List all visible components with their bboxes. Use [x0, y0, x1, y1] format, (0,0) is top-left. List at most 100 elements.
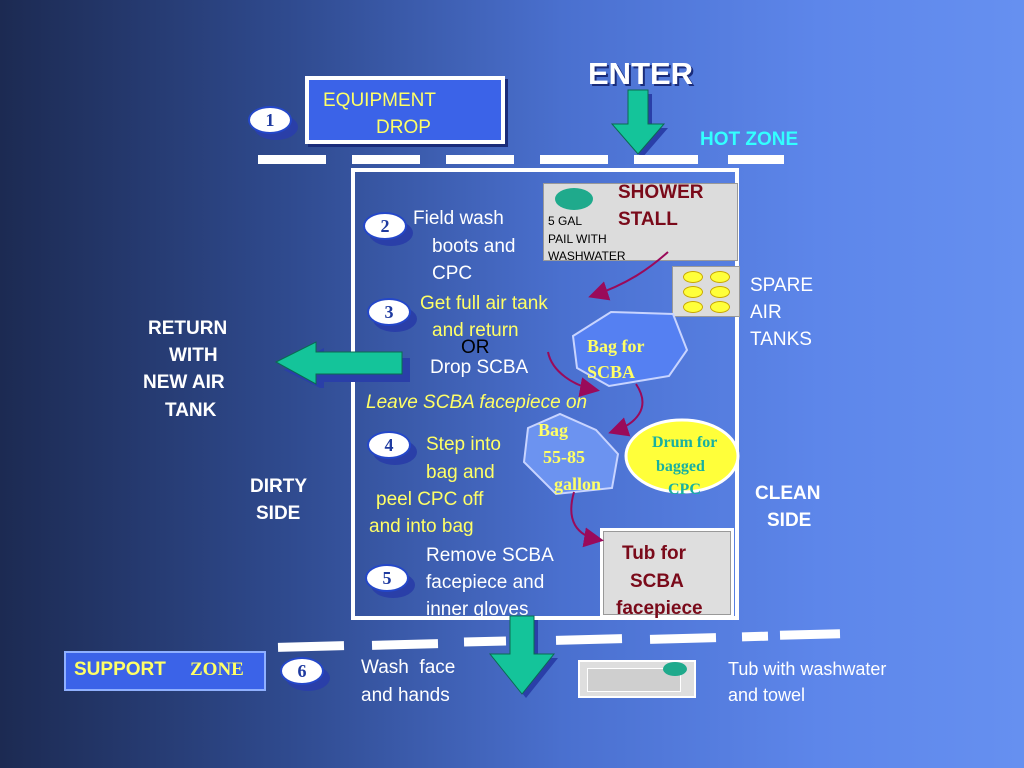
flow-arrow-step3-to-bag — [547, 351, 600, 397]
flow-arrow-shower-to-step3 — [588, 251, 669, 301]
support-zone-word1: SUPPORT — [74, 659, 166, 680]
hot-zone-boundary-dash — [446, 155, 514, 164]
flow-arrow-bag-to-gallon — [608, 383, 644, 437]
air-tank-icon — [683, 286, 703, 298]
step-2-badge: 2 — [363, 212, 413, 246]
spare-tanks-line1: SPARE — [750, 275, 814, 296]
hot-zone-boundary-dash — [258, 155, 326, 164]
step-3-number: 3 — [367, 298, 411, 326]
step-4-line2: bag and — [426, 462, 495, 483]
step-3-line1: Get full air tank — [420, 293, 548, 314]
step-2-line3: CPC — [432, 263, 473, 284]
support-zone-box — [64, 651, 266, 691]
tub-wash-line2: and towel — [728, 685, 806, 705]
enter-label: ENTER — [588, 56, 694, 91]
equipment-drop-box — [305, 76, 505, 144]
support-zone-word2: ZONE — [190, 659, 244, 680]
return-line4: TANK — [165, 400, 217, 421]
leave-facepiece-note: Leave SCBA facepiece on — [366, 392, 588, 413]
hot-zone-boundary-dash — [634, 155, 698, 164]
step-5-line2: facepiece and — [426, 572, 545, 593]
enter-arrow-icon — [610, 89, 668, 158]
air-tank-icon — [710, 301, 730, 313]
step-2-line2: boots and — [432, 236, 516, 257]
hot-zone-boundary-dash — [728, 155, 784, 164]
support-zone-boundary-dash — [741, 631, 769, 642]
clean-side-line1: CLEAN — [755, 483, 821, 504]
tub-scba-line1: Tub for — [622, 543, 687, 564]
step-5-badge: 5 — [365, 564, 415, 598]
air-tank-icon — [683, 301, 703, 313]
hot-zone-label: HOT ZONE — [700, 129, 799, 150]
step-5-line1: Remove SCBA — [426, 545, 554, 566]
bag-gallon-line2: 55-85 — [543, 447, 585, 467]
step-6-line2: and hands — [361, 685, 450, 706]
support-zone-boundary-dash — [371, 639, 439, 650]
support-zone-boundary-dash — [649, 633, 717, 644]
step-5-number: 5 — [365, 564, 409, 592]
step-3-or: OR — [461, 337, 490, 358]
equipment-drop-line2: DROP — [376, 117, 431, 138]
hot-zone-boundary-dash — [352, 155, 420, 164]
dirty-side-line2: SIDE — [256, 503, 301, 524]
drum-line2: bagged — [656, 458, 705, 475]
drum-icon — [624, 418, 740, 494]
drum-line1: Drum for — [652, 434, 718, 451]
bag-gallon-line3: gallon — [554, 474, 602, 494]
return-line2: WITH — [169, 345, 218, 366]
air-tank-icon — [710, 286, 730, 298]
air-tank-icon — [710, 271, 730, 283]
step-4-badge: 4 — [367, 431, 417, 465]
step-2-line1: Field wash — [413, 208, 504, 229]
decon-area-box — [351, 168, 739, 620]
equipment-drop-line1: EQUIPMENT — [323, 90, 436, 111]
step-4-line4: and into bag — [369, 516, 474, 537]
step-4-line1: Step into — [426, 434, 501, 455]
shower-title-line2: STALL — [618, 209, 678, 230]
return-line1: RETURN — [148, 318, 228, 339]
support-zone-boundary-dash — [779, 629, 841, 640]
exit-arrow-icon — [488, 615, 558, 698]
support-zone-boundary-dash — [555, 634, 623, 645]
drum-line3: CPC — [668, 481, 701, 498]
support-zone-boundary-dash — [463, 636, 507, 647]
shower-title-line1: SHOWER — [618, 182, 704, 203]
step-2-number: 2 — [363, 212, 407, 240]
clean-side-line2: SIDE — [767, 510, 812, 531]
return-arrow-icon — [274, 341, 410, 388]
hot-zone-boundary-dash — [540, 155, 608, 164]
bag-gallon-icon — [522, 412, 620, 496]
tub-wash-line1: Tub with washwater — [728, 659, 887, 679]
step-6-number: 6 — [280, 657, 324, 685]
step-5-line3: inner gloves — [426, 599, 529, 620]
pail-label-line2: PAIL WITH — [548, 232, 607, 246]
step-3-alt: Drop SCBA — [430, 357, 529, 378]
tub-scba-line2: SCBA — [630, 571, 684, 592]
towel-icon — [663, 662, 687, 676]
support-zone-boundary-dash — [277, 641, 345, 652]
step-6-badge: 6 — [280, 657, 330, 691]
bag-scba-line1: Bag for — [587, 336, 645, 356]
flow-arrow-gallon-to-tub — [570, 491, 604, 548]
tub-scba-line3: facepiece — [616, 598, 703, 619]
step-6-line1: Wash face — [361, 657, 456, 678]
bag-gallon-line1: Bag — [538, 420, 569, 440]
spare-tanks-line2: AIR — [750, 302, 782, 323]
step-3-badge: 3 — [367, 298, 417, 332]
tub-scba-box — [600, 528, 734, 618]
step-1-number: 1 — [248, 106, 292, 134]
step-4-number: 4 — [367, 431, 411, 459]
pail-label-line1: 5 GAL — [548, 214, 583, 228]
bag-scba-icon — [571, 310, 689, 388]
spare-tanks-line3: TANKS — [750, 329, 812, 350]
return-line3: NEW AIR — [143, 372, 225, 393]
air-tank-icon — [683, 271, 703, 283]
bag-scba-line2: SCBA — [587, 362, 636, 382]
step-3-line2: and return — [432, 320, 519, 341]
pail-label-line3: WASHWATER — [548, 249, 626, 263]
step-1-badge: 1 — [248, 106, 298, 140]
step-4-line3: peel CPC off — [376, 489, 484, 510]
pail-icon — [555, 188, 593, 210]
dirty-side-line1: DIRTY — [250, 476, 307, 497]
